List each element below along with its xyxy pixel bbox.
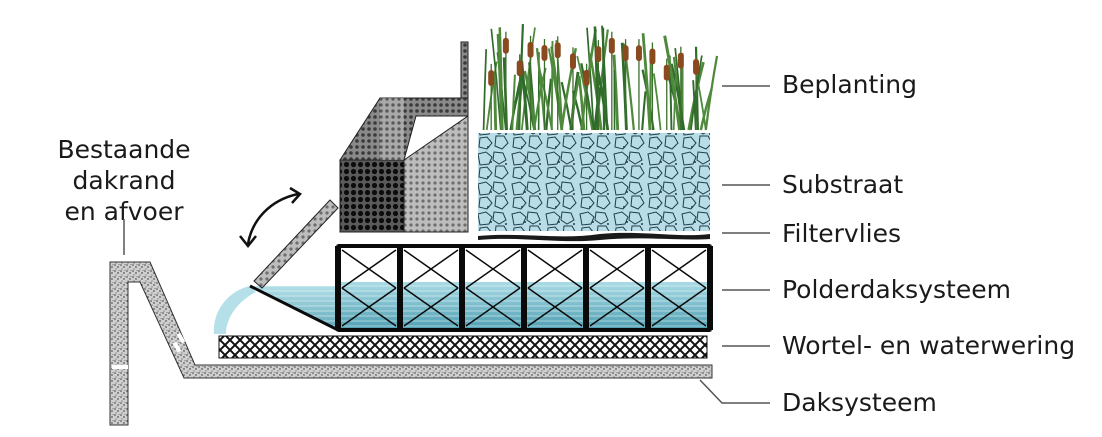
existing-roof-structure [109, 261, 713, 426]
crate-cell [583, 246, 645, 330]
label-beplanting: Beplanting [782, 70, 917, 99]
cattail-head [527, 41, 534, 58]
grass-blade [704, 55, 719, 131]
cattail-head [635, 45, 642, 62]
cattail-head [663, 64, 670, 81]
grass-blade [674, 48, 684, 131]
grass-blade [569, 76, 581, 131]
cattail-head [649, 48, 656, 65]
crate-cell [397, 246, 459, 330]
adjustment-arrow-icon [239, 186, 302, 249]
grass-blade [498, 45, 504, 131]
cattail-head [554, 42, 561, 59]
filter-fleece-layer [478, 232, 710, 242]
grass-blade [482, 49, 488, 131]
grass-blade [520, 27, 536, 131]
cattail-head [608, 37, 615, 54]
grass-blade [545, 78, 553, 131]
crate-cells [335, 246, 713, 330]
crate-cell [459, 246, 521, 330]
label-wortel-waterwering: Wortel- en waterwering [782, 331, 1076, 360]
cattail-head [583, 69, 590, 86]
cattail-head [541, 45, 548, 62]
grass-blade [490, 28, 502, 131]
label-polderdaksysteem: Polderdaksysteem [782, 275, 1011, 304]
cattail-head [677, 52, 684, 69]
planting-layer [482, 24, 719, 131]
label-substraat: Substraat [782, 170, 904, 199]
grass-blade [550, 40, 554, 131]
crate-cell [335, 246, 397, 330]
cattail-head [488, 69, 495, 86]
drain-opening [176, 332, 186, 344]
grass-blade [586, 27, 595, 131]
label-daksysteem: Daksysteem [782, 388, 937, 417]
grass-blade [612, 54, 620, 131]
cattail-head [693, 58, 700, 75]
crate-cell [645, 246, 707, 330]
existing-roof-edge-label: Bestaande dakrand en afvoer [8, 134, 240, 227]
root-water-barrier-layer [218, 335, 708, 359]
cattail-head [502, 37, 509, 54]
grass-blade [537, 66, 554, 131]
grass-blade [511, 74, 516, 131]
grass-blade [672, 76, 677, 131]
leader-daksysteem [699, 379, 770, 404]
label-filtervlies: Filtervlies [782, 219, 902, 248]
grass-blade [492, 75, 498, 131]
cattail-head [569, 53, 576, 70]
drain-opening [172, 341, 182, 353]
polder-roof-system-layer [213, 244, 713, 334]
grass-blade [641, 91, 647, 131]
grass-blade [601, 27, 606, 131]
crate-cell [521, 246, 583, 330]
grass-blade [652, 73, 662, 131]
existing-roof-edge-label-line1: Bestaande dakrand [57, 135, 191, 195]
substrate-layer [478, 133, 710, 231]
grass-blade [576, 55, 593, 131]
grass-blade [648, 60, 652, 131]
cattail-head [516, 60, 523, 77]
cattail-head [622, 45, 629, 62]
grass-blade [577, 75, 586, 131]
cattail-head [595, 46, 602, 63]
layer-leader-lines [699, 85, 770, 404]
drain-opening [112, 365, 128, 369]
grass-blade [663, 35, 682, 131]
grass-blade [560, 81, 573, 131]
water-control-box [253, 97, 469, 289]
